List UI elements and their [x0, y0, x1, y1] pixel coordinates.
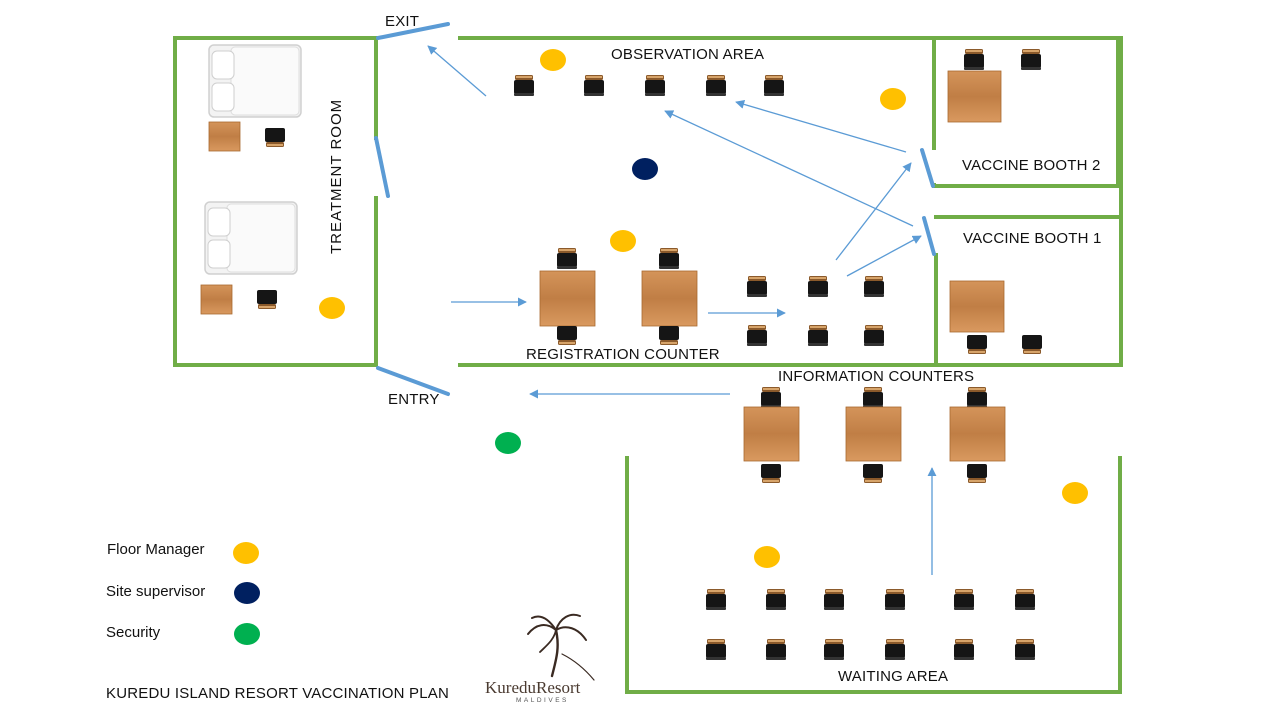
chair	[747, 276, 767, 297]
information-counters-label: INFORMATION COUNTERS	[778, 368, 975, 385]
logo-subtitle: MALDIVES	[516, 697, 569, 704]
exit-label: EXIT	[385, 13, 420, 30]
chair	[557, 248, 577, 269]
chair	[265, 128, 285, 147]
floor-manager-marker	[880, 88, 906, 110]
chair	[885, 639, 905, 660]
chair	[1021, 49, 1041, 70]
plan-title: KUREDU ISLAND RESORT VACCINATION PLAN	[106, 685, 450, 702]
chair	[1015, 589, 1035, 610]
chair	[584, 75, 604, 96]
palm-tree-icon	[527, 613, 595, 681]
treatment-bed	[208, 44, 302, 118]
chair	[764, 75, 784, 96]
chair	[967, 335, 987, 354]
floor-manager-marker	[1062, 482, 1088, 504]
chair	[1022, 335, 1042, 354]
chair	[645, 75, 665, 96]
floor-manager-marker	[319, 297, 345, 319]
registration-counter-label: REGISTRATION COUNTER	[526, 346, 720, 363]
registration-table	[539, 270, 596, 327]
legend-security-label: Security	[106, 624, 161, 641]
observation-area-label: OBSERVATION AREA	[611, 46, 765, 63]
waiting-area-wall	[625, 456, 1122, 694]
chair	[257, 290, 277, 309]
walls	[173, 36, 1123, 694]
vaccine-booth-2-label: VACCINE BOOTH 2	[962, 157, 1101, 174]
chair	[766, 589, 786, 610]
booth-1-door	[922, 216, 936, 256]
registration-waiting-chairs	[747, 276, 884, 346]
information-table	[949, 406, 1006, 462]
waiting-area-chairs	[706, 589, 1035, 660]
floor-manager-marker	[610, 230, 636, 252]
chair	[964, 49, 984, 70]
legend-floor-manager-label: Floor Manager	[107, 541, 205, 558]
chair	[864, 276, 884, 297]
treatment-room-wall	[173, 36, 378, 367]
chair	[954, 639, 974, 660]
chair	[967, 387, 987, 408]
site-supervisor-marker	[632, 158, 658, 180]
vaccine-booth-1-wall	[934, 215, 1120, 365]
legend-security-swatch	[234, 623, 260, 645]
chair	[808, 276, 828, 297]
chair	[824, 589, 844, 610]
flow-arrow-seats-to-booth2	[835, 162, 912, 261]
entry-door	[376, 366, 450, 396]
legend-floor-manager-swatch	[233, 542, 259, 564]
flow-arrow-to-exit	[427, 45, 487, 97]
information-table	[743, 406, 800, 462]
side-table	[200, 284, 233, 315]
legend-site-supervisor-label: Site supervisor	[106, 583, 206, 600]
logo-wordmark: KureduResort	[485, 678, 581, 697]
information-table	[845, 406, 902, 462]
security-marker	[495, 432, 521, 454]
chair	[864, 325, 884, 346]
treatment-room-label: TREATMENT ROOM	[328, 98, 345, 254]
observation-chairs	[514, 75, 784, 96]
chair	[761, 464, 781, 483]
chair	[954, 589, 974, 610]
chair	[766, 639, 786, 660]
flow-arrow-booth1-to-observation	[664, 110, 914, 227]
exit-door	[376, 22, 450, 40]
booth-1-table	[949, 280, 1005, 333]
floor-manager-marker	[540, 49, 566, 71]
treatment-bed	[204, 201, 298, 275]
chair	[1015, 639, 1035, 660]
chair	[659, 326, 679, 345]
chair	[863, 464, 883, 483]
vaccine-booth-1-label: VACCINE BOOTH 1	[963, 230, 1102, 247]
booth-2-table	[947, 70, 1002, 123]
flow-arrow-booth2-to-observation	[735, 99, 907, 153]
flow-arrow-seats-to-booth1	[846, 235, 922, 277]
legend-site-supervisor-swatch	[234, 582, 260, 604]
treatment-door	[374, 136, 390, 198]
chair	[824, 639, 844, 660]
chair	[747, 325, 767, 346]
entry-label: ENTRY	[388, 391, 440, 408]
chair	[808, 325, 828, 346]
booth-2-door	[920, 148, 935, 188]
chair	[706, 75, 726, 96]
chair	[761, 387, 781, 408]
floor-manager-marker	[754, 546, 780, 568]
registration-table	[641, 270, 698, 327]
chair	[863, 387, 883, 408]
chair	[557, 326, 577, 345]
chair	[514, 75, 534, 96]
side-table	[208, 121, 241, 152]
chair	[706, 589, 726, 610]
chair	[967, 464, 987, 483]
waiting-area-label: WAITING AREA	[838, 668, 949, 685]
chair	[706, 639, 726, 660]
chair	[659, 248, 679, 269]
chair	[885, 589, 905, 610]
staff-markers	[319, 49, 1088, 568]
